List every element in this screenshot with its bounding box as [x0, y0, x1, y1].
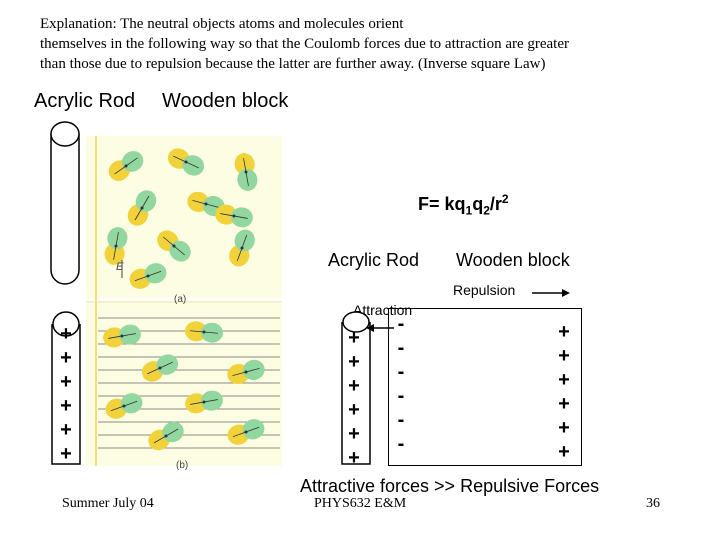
- acrylic-rod-top: [48, 118, 82, 290]
- plus-charge: +: [56, 346, 76, 370]
- page-number: 36: [646, 496, 660, 512]
- plus-charge: +: [56, 418, 76, 442]
- panel-b-label: (b): [176, 460, 188, 471]
- plus-charge: +: [554, 320, 574, 344]
- plus-charge: +: [344, 422, 364, 446]
- plus-charge: +: [554, 440, 574, 464]
- polarization-figure: E (a) (b): [86, 136, 282, 476]
- e-field-label: E: [116, 261, 124, 273]
- minus-charge: -: [394, 336, 408, 360]
- formula-sub-2: 2: [483, 204, 490, 218]
- formula-exponent: 2: [502, 192, 509, 206]
- plus-charge: +: [344, 374, 364, 398]
- plus-charge: +: [554, 344, 574, 368]
- plus-charge: +: [554, 416, 574, 440]
- acrylic-rod-label: Acrylic Rod: [34, 90, 135, 113]
- repulsion-label: Repulsion: [453, 282, 515, 298]
- minus-charge: -: [394, 384, 408, 408]
- minus-charge: -: [394, 360, 408, 384]
- plus-charge: +: [344, 398, 364, 422]
- plus-charge: +: [554, 368, 574, 392]
- block-negative-charges: - - - - - -: [394, 312, 408, 456]
- wooden-block-label: Wooden block: [162, 90, 288, 113]
- minus-charge: -: [394, 312, 408, 336]
- conclusion-text: Attractive forces >> Repulsive Forces: [300, 476, 599, 497]
- explanation-line-3: than those due to repulsion because the …: [40, 54, 660, 74]
- right-wooden-block-label: Wooden block: [456, 250, 570, 271]
- plus-charge: +: [344, 326, 364, 350]
- explanation-text: Explanation: The neutral objects atoms a…: [40, 14, 660, 74]
- formula-base: F= kq: [418, 194, 466, 214]
- wooden-block: [388, 308, 582, 466]
- plus-charge: +: [344, 350, 364, 374]
- block-positive-charges: + + + + + +: [554, 320, 574, 464]
- rod-charges-right: + + + + + +: [344, 326, 364, 470]
- minus-charge: -: [394, 408, 408, 432]
- rod-charges-left: + + + + + +: [56, 322, 76, 466]
- panel-a-label: (a): [174, 294, 186, 305]
- coulomb-formula: F= kq1q2/r2: [418, 192, 509, 218]
- repulsion-arrow: [530, 286, 572, 300]
- plus-charge: +: [56, 322, 76, 346]
- explanation-line-1: Explanation: The neutral objects atoms a…: [40, 14, 660, 34]
- plus-charge: +: [56, 370, 76, 394]
- footer-left: Summer July 04: [62, 496, 154, 512]
- plus-charge: +: [554, 392, 574, 416]
- formula-slash: /r: [490, 194, 502, 214]
- right-acrylic-rod-label: Acrylic Rod: [328, 250, 419, 271]
- minus-charge: -: [394, 432, 408, 456]
- formula-q: q: [472, 194, 483, 214]
- footer-center: PHYS632 E&M: [314, 496, 406, 512]
- explanation-line-2: themselves in the following way so that …: [40, 34, 660, 54]
- plus-charge: +: [344, 446, 364, 470]
- plus-charge: +: [56, 394, 76, 418]
- plus-charge: +: [56, 442, 76, 466]
